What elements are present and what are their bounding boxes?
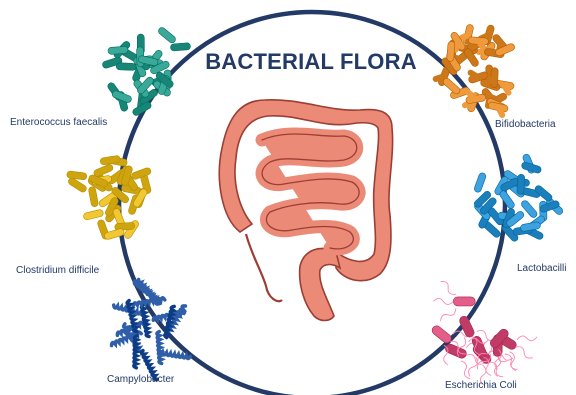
lactobacilli-colony	[473, 153, 564, 243]
label-enterococcus-faecalis: Enterococcus faecalis	[10, 117, 107, 129]
label-clostridium-difficile: Clostridium difficile	[16, 265, 99, 277]
campylobacter-colony	[111, 279, 191, 380]
rectum	[300, 248, 340, 320]
enterococcus-colony	[102, 26, 191, 117]
label-campylobacter: Campylobacter	[107, 374, 174, 386]
label-bifidobacteria: Bifidobacteria	[495, 119, 556, 131]
appendix	[246, 234, 282, 301]
clostridium-colony	[66, 155, 151, 240]
intestine-illustration	[219, 100, 392, 321]
bifidobacteria-colony	[432, 24, 516, 119]
escherichia-colony	[430, 279, 537, 385]
diagram-title: BACTERIAL FLORA	[196, 49, 426, 75]
label-lactobacilli: Lactobacilli	[517, 263, 566, 275]
label-escherichia-coli: Escherichia Coli	[445, 380, 517, 392]
